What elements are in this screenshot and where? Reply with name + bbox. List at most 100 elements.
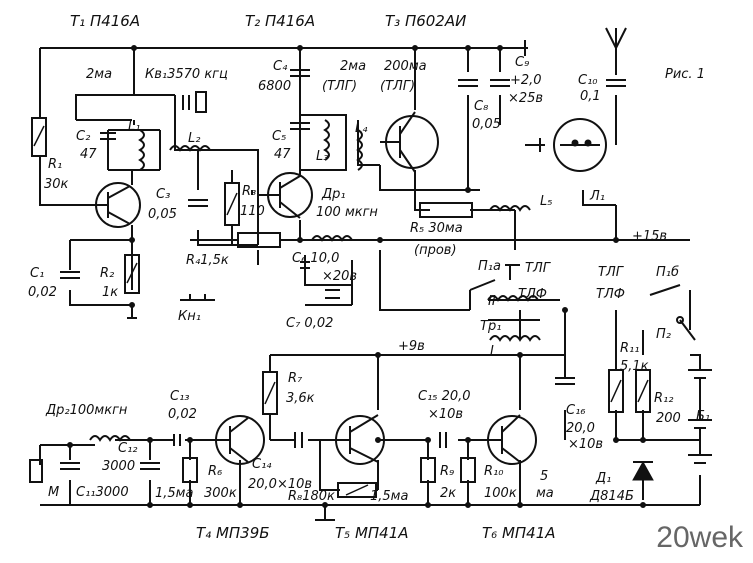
label-tlg2: ТЛГ bbox=[598, 265, 625, 280]
diode-d1 bbox=[632, 460, 654, 481]
label-c3v: 0,05 bbox=[148, 207, 177, 222]
label-c7: C₇ 0,02 bbox=[286, 316, 333, 331]
label-r1: R₁ bbox=[48, 157, 62, 172]
label-c5: C₅ bbox=[272, 129, 286, 144]
label-c12: C₁₂ bbox=[118, 441, 138, 456]
label-c2: C₂ bbox=[76, 129, 90, 144]
label-r7: R₇ bbox=[288, 371, 303, 386]
label-c13: C₁₃ bbox=[170, 389, 190, 404]
crystal-kv1 bbox=[195, 91, 207, 113]
labels-power: П₁а ТЛГ ТЛФ Тр₁ ТЛГ ТЛФ П₁б П₂ +9в R₁₁ 5… bbox=[398, 259, 710, 426]
label-c9v2: ×25в bbox=[508, 91, 543, 106]
label-i6: 5 bbox=[540, 469, 548, 484]
label-p1a: П₁а bbox=[478, 259, 501, 274]
transistor-t6 bbox=[487, 414, 537, 465]
label-r7v: 3,6к bbox=[286, 391, 315, 406]
labels-rf: C₂ 47 L₁ L₂ C₅ 47 L₃ L₄ R₁ 30к C₃ 0,05 R… bbox=[28, 119, 667, 331]
label-t6: T₆ МП41А bbox=[482, 524, 556, 542]
button-kn1 bbox=[180, 294, 215, 301]
label-dr1: Др₁ bbox=[321, 187, 346, 202]
microphone bbox=[29, 459, 43, 483]
label-tr-ii: II bbox=[488, 294, 496, 309]
label-tlf1: ТЛФ bbox=[518, 287, 547, 302]
label-c4: C₄ bbox=[273, 59, 288, 74]
label-r12: R₁₂ bbox=[654, 391, 673, 406]
label-r3: R₃ bbox=[242, 184, 256, 199]
label-tr1: Тр₁ bbox=[480, 319, 501, 334]
label-c8v: 0,05 bbox=[472, 117, 501, 132]
label-p2: П₂ bbox=[656, 327, 671, 342]
transistor-t2 bbox=[258, 172, 313, 219]
label-i4: 1,5ма bbox=[155, 486, 193, 501]
label-r4: R₄1,5к bbox=[186, 253, 229, 268]
figure-caption: Рис. 1 bbox=[665, 67, 705, 82]
label-r10v: 100к bbox=[484, 486, 517, 501]
label-c10v: 0,1 bbox=[580, 89, 601, 104]
label-b1: Б₁ bbox=[696, 409, 710, 424]
watermark: 20wek bbox=[656, 521, 743, 554]
switches bbox=[469, 265, 696, 341]
label-c6: C₆ 10,0 bbox=[292, 251, 339, 266]
label-r1v: 30к bbox=[44, 177, 69, 192]
label-d1: Д₁ bbox=[595, 471, 611, 486]
transistor-t5 bbox=[335, 414, 385, 465]
label-dr1v: 100 мкгн bbox=[316, 205, 378, 220]
label-r6: R₆ bbox=[208, 464, 222, 479]
label-i2m: (ТЛГ) bbox=[322, 79, 357, 94]
label-r9v: 2к bbox=[440, 486, 456, 501]
label-r9: R₉ bbox=[440, 464, 454, 479]
label-r12v: 200 bbox=[656, 411, 681, 426]
label-r5m: (пров) bbox=[414, 243, 457, 258]
battery-b1 bbox=[688, 369, 712, 464]
label-c11: C₁₁3000 bbox=[76, 485, 129, 500]
label-r2v: 1к bbox=[102, 285, 118, 300]
label-c5v: 47 bbox=[274, 147, 291, 162]
labels-top: T₁ П416А T₂ П416А T₃ П602АИ Рис. 1 2ма К… bbox=[70, 12, 705, 132]
label-i3m: (ТЛГ) bbox=[380, 79, 415, 94]
label-c16v: 20,0 bbox=[566, 421, 595, 436]
label-r11v: 5,1к bbox=[620, 359, 649, 374]
label-c3: C₃ bbox=[156, 187, 170, 202]
inductors bbox=[89, 119, 541, 442]
label-l3: L₃ bbox=[316, 149, 328, 164]
label-l4: L₄ bbox=[355, 121, 368, 136]
label-c1: C₁ bbox=[30, 266, 44, 281]
label-c12v: 3000 bbox=[102, 459, 135, 474]
label-t4: T₄ МП39Б bbox=[196, 524, 270, 542]
label-i3: 200ма bbox=[384, 59, 427, 74]
label-t5: T₅ МП41А bbox=[335, 524, 409, 542]
label-tlf2: ТЛФ bbox=[596, 287, 625, 302]
label-c16: C₁₆ bbox=[566, 403, 586, 418]
label-dr2: Др₂100мкгн bbox=[45, 403, 128, 418]
transistor-t3 bbox=[380, 111, 439, 173]
label-l1: L₁ bbox=[128, 119, 140, 134]
label-tr-i: I bbox=[490, 344, 494, 359]
label-r8: R₈180к bbox=[288, 489, 335, 504]
label-i6u: ма bbox=[536, 486, 554, 501]
label-mic: М bbox=[48, 485, 59, 500]
label-plus9: +9в bbox=[398, 339, 425, 354]
label-c15: C₁₅ 20,0 bbox=[418, 389, 471, 404]
label-p1b: П₁б bbox=[656, 265, 679, 280]
ground-marks bbox=[127, 40, 541, 521]
label-c13v: 0,02 bbox=[168, 407, 197, 422]
label-t2: T₂ П416А bbox=[245, 12, 315, 30]
label-kn1: Кн₁ bbox=[178, 309, 201, 324]
label-i5: 1,5ма bbox=[370, 489, 408, 504]
label-c1v: 0,02 bbox=[28, 285, 57, 300]
label-d1v: Д814Б bbox=[589, 489, 634, 504]
label-r11: R₁₁ bbox=[620, 341, 639, 356]
transistor-t1 bbox=[95, 182, 141, 228]
label-i2: 2ма bbox=[340, 59, 366, 74]
label-c6v: ×20в bbox=[322, 269, 357, 284]
transistor-t4 bbox=[215, 415, 265, 465]
label-l5: L₅ bbox=[540, 194, 552, 209]
label-c9: C₉ bbox=[515, 55, 529, 70]
label-c9v: +2,0 bbox=[510, 73, 542, 88]
label-c4v: 6800 bbox=[258, 79, 291, 94]
label-r3v: 110 bbox=[240, 204, 265, 219]
label-r6v: 300к bbox=[204, 486, 237, 501]
junction-dots bbox=[67, 45, 646, 508]
label-kv: Кв₁3570 кгц bbox=[145, 67, 228, 82]
